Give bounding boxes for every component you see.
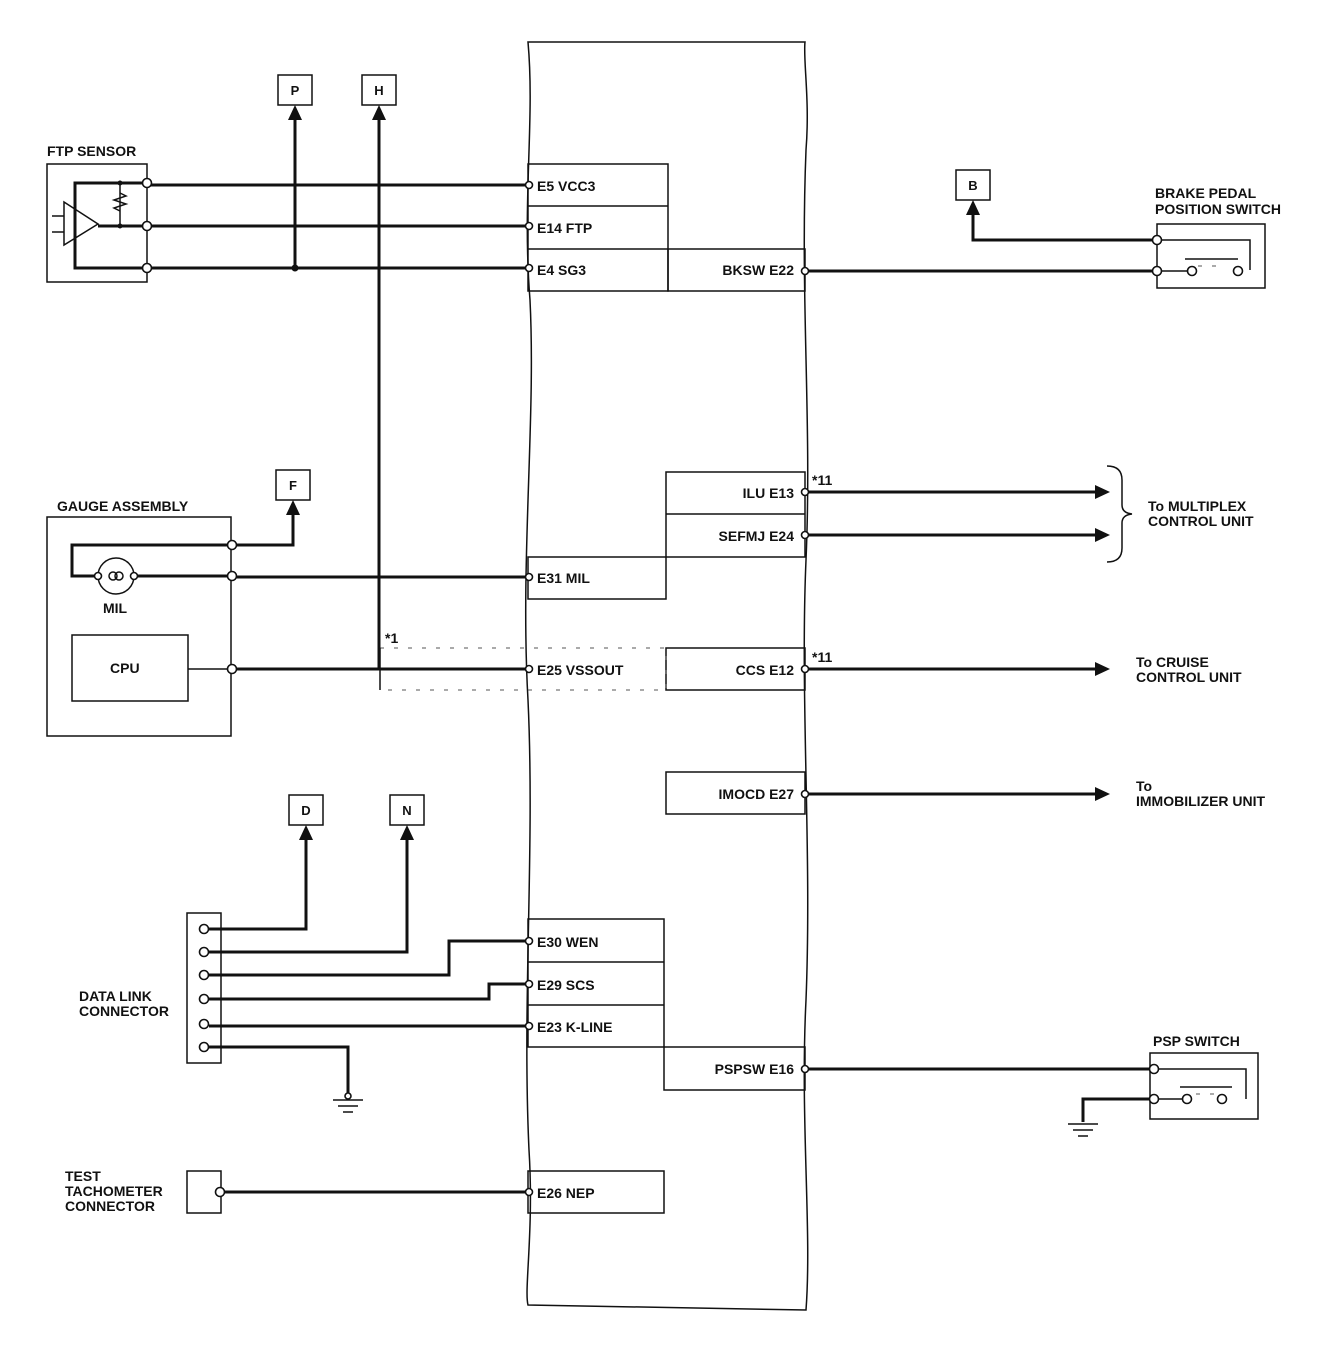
pin-label-e29: E29 SCS (537, 977, 595, 993)
svg-text:N: N (402, 803, 411, 818)
pin-label-e27: IMOCD E27 (719, 786, 795, 802)
pin-label-e30: E30 WEN (537, 934, 598, 950)
dlc-label-2: CONNECTOR (79, 1003, 169, 1019)
test-tachometer-connector (186, 1170, 534, 1214)
svg-text:B: B (968, 178, 977, 193)
mil-label: MIL (103, 600, 128, 616)
immobilizer-wire: To IMMOBILIZER UNIT (800, 778, 1266, 809)
svg-text:D: D (301, 803, 310, 818)
cruise-label-1: To CRUISE (1136, 654, 1209, 670)
ecm-left-pin-boxes (527, 163, 669, 1214)
multiplex-label-2: CONTROL UNIT (1148, 513, 1254, 529)
ftp-sensor (46, 163, 153, 283)
pin-label-e12: CCS E12 (736, 662, 795, 678)
svg-text:P: P (291, 83, 300, 98)
cruise-label-2: CONTROL UNIT (1136, 669, 1242, 685)
immobilizer-label-1: To (1136, 778, 1152, 794)
pin-label-e24: SEFMJ E24 (719, 528, 795, 544)
pin-label-e22: BKSW E22 (722, 262, 794, 278)
option-box-star1 (379, 647, 667, 691)
pin-label-e13: ILU E13 (743, 485, 795, 501)
data-link-connector (186, 912, 222, 1064)
ftp-wires (151, 105, 534, 273)
immobilizer-label-2: IMMOBILIZER UNIT (1136, 793, 1266, 809)
pin-label-e16: PSPSW E16 (715, 1061, 795, 1077)
pin-label-e5: E5 VCC3 (537, 178, 596, 194)
connector-d: D (288, 794, 324, 826)
test-tach-label-3: CONNECTOR (65, 1198, 155, 1214)
connector-h: H (361, 74, 397, 106)
pin-label-e31: E31 MIL (537, 570, 590, 586)
multiplex-label-1: To MULTIPLEX (1148, 498, 1247, 514)
test-tach-label-2: TACHOMETER (65, 1183, 163, 1199)
connector-b: B (955, 169, 991, 201)
dlc-wires (209, 825, 534, 1113)
psp-switch (800, 1052, 1259, 1137)
connector-p: P (277, 74, 313, 106)
dlc-label-1: DATA LINK (79, 988, 152, 1004)
cruise-wire: *11 To CRUISE CONTROL UNIT (800, 649, 1242, 685)
svg-text:H: H (374, 83, 383, 98)
ecm-right-pin-boxes (663, 248, 806, 1091)
ecm-body (524, 41, 809, 1311)
note-star11-ilu: *11 (812, 472, 832, 488)
pin-label-e23: E23 K-LINE (537, 1019, 612, 1035)
psp-switch-label: PSP SWITCH (1153, 1033, 1240, 1049)
connector-n: N (389, 794, 425, 826)
ftp-sensor-label: FTP SENSOR (47, 143, 136, 159)
gauge-wires: *1 (236, 572, 534, 674)
multiplex-wires: *11 To MULTIPLEX CONTROL UNIT (800, 465, 1254, 563)
brake-switch-label-1: BRAKE PEDAL (1155, 185, 1257, 201)
test-tach-label-1: TEST (65, 1168, 101, 1184)
ecm-pin-labels: E5 VCC3 E14 FTP E4 SG3 E31 MIL E25 VSSOU… (537, 178, 794, 1201)
note-star1: *1 (385, 630, 398, 646)
gauge-assembly-label: GAUGE ASSEMBLY (57, 498, 189, 514)
brake-switch-label-2: POSITION SWITCH (1155, 201, 1281, 217)
cpu-label: CPU (110, 660, 140, 676)
pin-label-e4: E4 SG3 (537, 262, 586, 278)
pin-label-e26: E26 NEP (537, 1185, 595, 1201)
pin-label-e14: E14 FTP (537, 220, 592, 236)
pin-label-e25: E25 VSSOUT (537, 662, 624, 678)
svg-text:F: F (289, 478, 297, 493)
gauge-assembly: MIL CPU (46, 500, 300, 737)
brake-pedal-switch (800, 200, 1266, 289)
connector-f: F (275, 469, 311, 501)
note-star11-ccs: *11 (812, 649, 832, 665)
